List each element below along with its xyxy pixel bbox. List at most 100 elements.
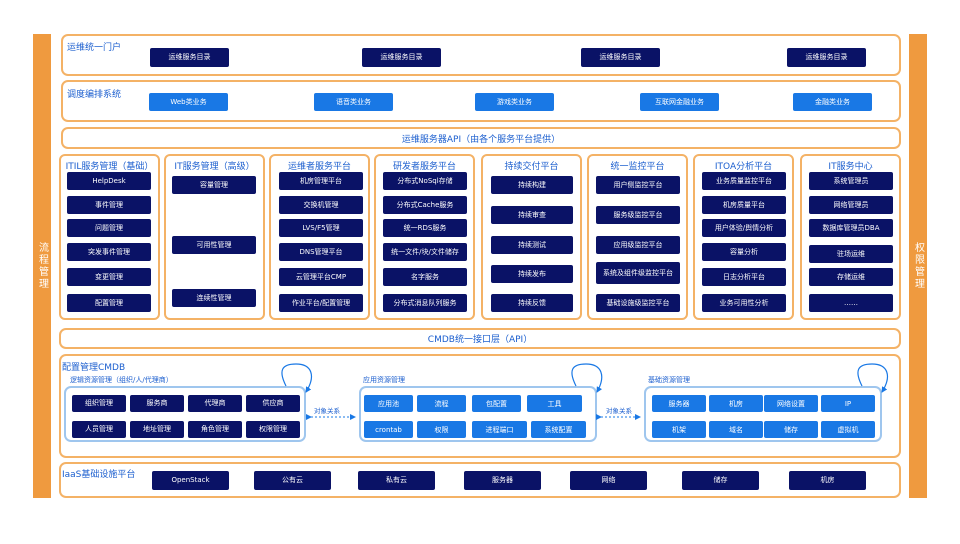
platform-item-log-analysis[interactable]: 日志分析平台 bbox=[702, 268, 786, 286]
cmdb-api-frame bbox=[59, 328, 901, 349]
platform-item-storage-ops[interactable]: 存储运维 bbox=[809, 268, 893, 286]
platform-item-continuity[interactable]: 连续性管理 bbox=[172, 289, 256, 307]
platform-item-biz-quality[interactable]: 业务质量监控平台 bbox=[702, 172, 786, 190]
platform-ops: 运维者服务平台 bbox=[269, 154, 370, 320]
cmdb-item-agent[interactable]: 代理商 bbox=[188, 395, 242, 412]
cmdb-item-org[interactable]: 组织管理 bbox=[72, 395, 126, 412]
platform-item-netadmin[interactable]: 网络管理员 bbox=[809, 196, 893, 214]
platform-item-mq[interactable]: 分布式消息队列服务 bbox=[383, 294, 467, 312]
cmdb-item-service-provider[interactable]: 服务商 bbox=[130, 395, 184, 412]
platform-item-infra-monitor[interactable]: 基础设施级监控平台 bbox=[596, 294, 680, 312]
platform-item-dc-quality[interactable]: 机房质量平台 bbox=[702, 196, 786, 214]
platform-item-datacenter[interactable]: 机房管理平台 bbox=[279, 172, 363, 190]
cmdb-item-package[interactable]: 包配置 bbox=[472, 395, 521, 412]
platform-item-test[interactable]: 持续测试 bbox=[491, 236, 573, 254]
iaas-item-openstack[interactable]: OpenStack bbox=[152, 471, 229, 490]
cmdb-item-personnel[interactable]: 人员管理 bbox=[72, 421, 126, 438]
cmdb-item-app-permission[interactable]: 权限 bbox=[417, 421, 466, 438]
game-business-button[interactable]: 游戏类业务 bbox=[475, 93, 554, 111]
voice-business-button[interactable]: 语音类业务 bbox=[314, 93, 393, 111]
process-management-bar: 流程管理 bbox=[33, 34, 51, 498]
platform-title: 持续交付平台 bbox=[504, 162, 559, 172]
internet-finance-button[interactable]: 互联网金融业务 bbox=[640, 93, 719, 111]
platform-title: 统一监控平台 bbox=[610, 162, 665, 172]
platform-title: ITIL服务管理（基础） bbox=[65, 162, 154, 172]
cmdb-item-datacenter[interactable]: 机房 bbox=[709, 395, 763, 412]
platform-item-nosql[interactable]: 分布式NoSql存储 bbox=[383, 172, 467, 190]
cmdb-title: 配置管理CMDB bbox=[62, 363, 126, 373]
api-layer-label: 运维服务器API（由各个服务平台提供） bbox=[401, 134, 561, 145]
platform-item-cache[interactable]: 分布式Cache服务 bbox=[383, 196, 467, 214]
platform-item-sysadmin[interactable]: 系统管理员 bbox=[809, 172, 893, 190]
cmdb-item-vm[interactable]: 虚拟机 bbox=[821, 421, 875, 438]
portal-service-catalog-2[interactable]: 运维服务目录 bbox=[362, 48, 441, 67]
platform-item-dba[interactable]: 数据库管理员DBA bbox=[809, 219, 893, 237]
platform-item-feedback[interactable]: 持续反馈 bbox=[491, 294, 573, 312]
permission-management-label: 权限管理 bbox=[912, 242, 924, 290]
platform-item-capacity-analysis[interactable]: 容量分析 bbox=[702, 243, 786, 261]
platform-item-onsite[interactable]: 驻场运维 bbox=[809, 245, 893, 263]
platform-item-dns[interactable]: DNS管理平台 bbox=[279, 243, 363, 261]
cmdb-item-address[interactable]: 地址管理 bbox=[130, 421, 184, 438]
platform-item-system-monitor[interactable]: 系统及组件级监控平台 bbox=[596, 262, 680, 284]
process-management-label: 流程管理 bbox=[36, 242, 48, 290]
platform-item-change[interactable]: 变更管理 bbox=[67, 268, 151, 286]
cmdb-item-server[interactable]: 服务器 bbox=[652, 395, 706, 412]
platform-item-rds[interactable]: 统一RDS服务 bbox=[383, 219, 467, 237]
portal-service-catalog-4[interactable]: 运维服务目录 bbox=[787, 48, 866, 67]
cmdb-item-permission[interactable]: 权限管理 bbox=[246, 421, 300, 438]
platform-item-release[interactable]: 持续发布 bbox=[491, 265, 573, 283]
platform-item-job[interactable]: 作业平台/配置管理 bbox=[279, 294, 363, 312]
iaas-item-private-cloud[interactable]: 私有云 bbox=[358, 471, 435, 490]
iaas-item-public-cloud[interactable]: 公有云 bbox=[254, 471, 331, 490]
cmdb-item-domain[interactable]: 域名 bbox=[709, 421, 763, 438]
iaas-item-datacenter[interactable]: 机房 bbox=[789, 471, 866, 490]
platform-itsm-advanced: IT服务管理（高级） bbox=[164, 154, 265, 320]
cmdb-item-network[interactable]: 网络设置 bbox=[764, 395, 818, 412]
platform-item-availability[interactable]: 可用性管理 bbox=[172, 236, 256, 254]
platform-title: 运维者服务平台 bbox=[287, 162, 351, 172]
platform-item-naming[interactable]: 名字服务 bbox=[383, 268, 467, 286]
cmdb-item-sys-config[interactable]: 系统配置 bbox=[531, 421, 586, 438]
platform-item-emergency[interactable]: 突发事件管理 bbox=[67, 243, 151, 261]
platform-item-more[interactable]: …… bbox=[809, 294, 893, 312]
cmdb-item-app-pool[interactable]: 应用池 bbox=[364, 395, 413, 412]
platform-item-config[interactable]: 配置管理 bbox=[67, 294, 151, 312]
platform-item-problem[interactable]: 问题管理 bbox=[67, 219, 151, 237]
cmdb-item-storage[interactable]: 储存 bbox=[764, 421, 818, 438]
platform-item-cmp[interactable]: 云管理平台CMP bbox=[279, 268, 363, 286]
platform-it-service-center: IT服务中心 bbox=[800, 154, 901, 320]
platform-item-helpdesk[interactable]: HelpDesk bbox=[67, 172, 151, 190]
iaas-item-storage[interactable]: 储存 bbox=[682, 471, 759, 490]
platform-item-build[interactable]: 持续构建 bbox=[491, 176, 573, 194]
platform-item-availability-analysis[interactable]: 业务可用性分析 bbox=[702, 294, 786, 312]
platform-item-app-monitor[interactable]: 应用级监控平台 bbox=[596, 236, 680, 254]
iaas-item-network[interactable]: 网络 bbox=[570, 471, 647, 490]
platform-item-review[interactable]: 持续审查 bbox=[491, 206, 573, 224]
platform-item-capacity[interactable]: 容量管理 bbox=[172, 176, 256, 194]
platform-item-user-monitor[interactable]: 用户侧监控平台 bbox=[596, 176, 680, 194]
cmdb-item-crontab[interactable]: crontab bbox=[364, 421, 413, 438]
cmdb-api-label: CMDB统一接口层（API） bbox=[427, 335, 533, 345]
cmdb-item-port[interactable]: 进程端口 bbox=[472, 421, 527, 438]
portal-service-catalog-3[interactable]: 运维服务目录 bbox=[581, 48, 660, 67]
portal-title: 运维统一门户 bbox=[67, 43, 122, 53]
cmdb-item-process-flow[interactable]: 流程 bbox=[417, 395, 466, 412]
platform-itoa: ITOA分析平台 bbox=[693, 154, 794, 320]
finance-business-button[interactable]: 金融类业务 bbox=[793, 93, 872, 111]
cmdb-item-ip[interactable]: IP bbox=[821, 395, 875, 412]
platform-item-switch[interactable]: 交换机管理 bbox=[279, 196, 363, 214]
platform-item-service-monitor[interactable]: 服务级监控平台 bbox=[596, 206, 680, 224]
platform-item-storage[interactable]: 统一文件/块/文件储存 bbox=[383, 243, 467, 261]
platform-item-ux-analysis[interactable]: 用户体验/舆情分析 bbox=[702, 219, 786, 237]
cmdb-item-role[interactable]: 角色管理 bbox=[188, 421, 242, 438]
iaas-item-server[interactable]: 服务器 bbox=[464, 471, 541, 490]
portal-service-catalog-1[interactable]: 运维服务目录 bbox=[150, 48, 229, 67]
platform-item-incident[interactable]: 事件管理 bbox=[67, 196, 151, 214]
platform-title: ITOA分析平台 bbox=[714, 162, 773, 172]
platform-item-lvs[interactable]: LVS/F5管理 bbox=[279, 219, 363, 237]
cmdb-item-supplier[interactable]: 供应商 bbox=[246, 395, 300, 412]
cmdb-item-tool[interactable]: 工具 bbox=[527, 395, 582, 412]
cmdb-item-rack[interactable]: 机架 bbox=[652, 421, 706, 438]
web-business-button[interactable]: Web类业务 bbox=[149, 93, 228, 111]
